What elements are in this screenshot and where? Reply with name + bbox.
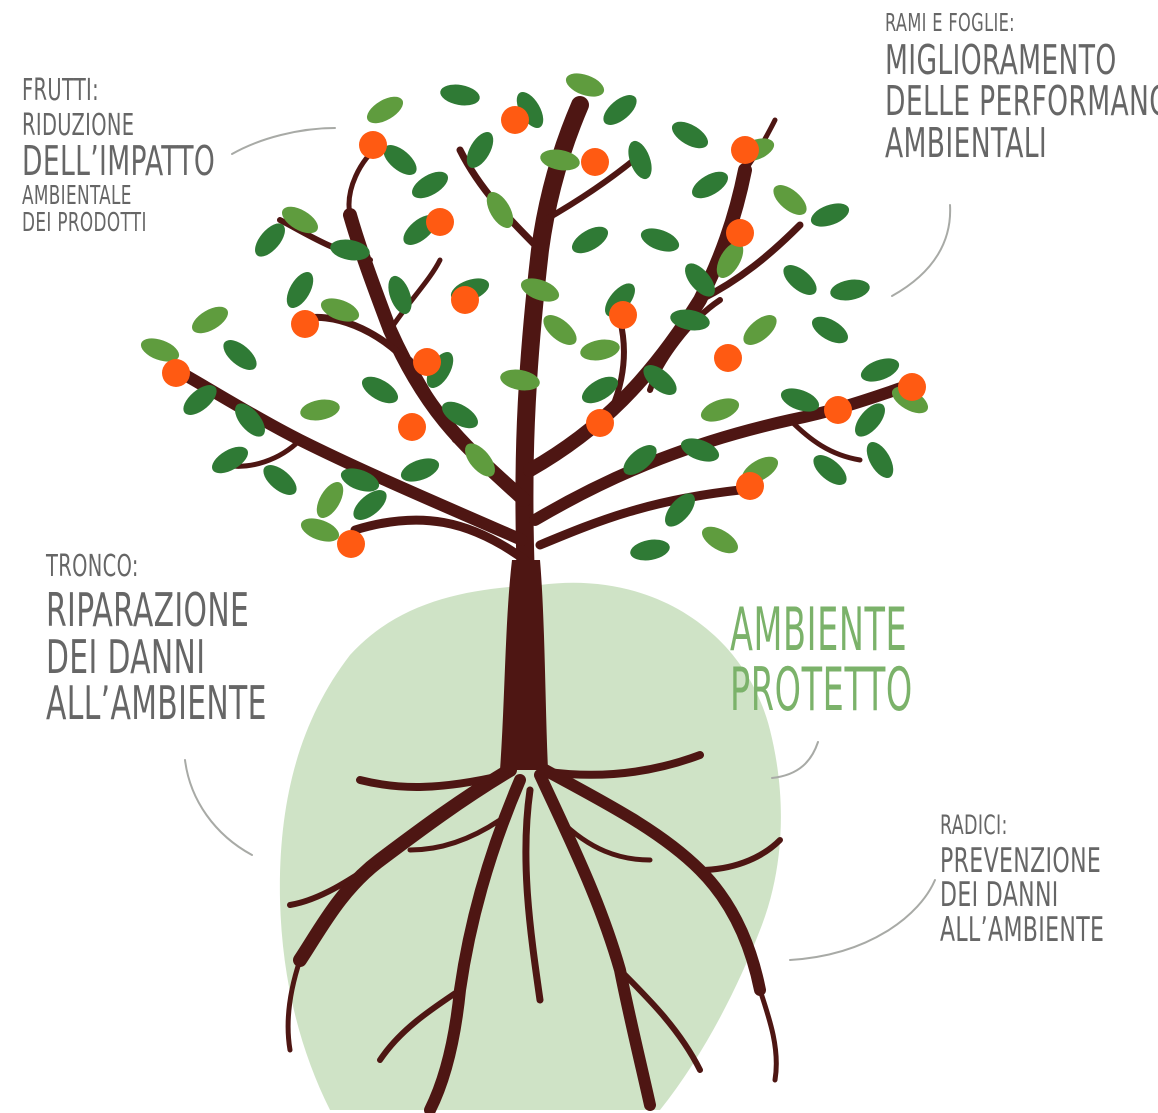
- label-radici-line-2: dei danni: [940, 878, 1104, 913]
- label-radici-line-3: all’ambiente: [940, 913, 1104, 948]
- center-title-line-1: Ambiente: [730, 600, 913, 660]
- leaf-icon: [281, 268, 318, 313]
- orange-fruit-icon: [731, 136, 759, 164]
- leaf-icon: [538, 309, 581, 350]
- leaf-icon: [298, 514, 342, 546]
- connector-radici: [790, 880, 935, 960]
- label-rami-line-3: ambientali: [885, 123, 1158, 165]
- leaf-icon: [858, 354, 902, 386]
- leaf-icon: [398, 454, 442, 486]
- leaf-icon: [698, 394, 742, 426]
- orange-fruit-icon: [726, 219, 754, 247]
- leaf-icon: [568, 221, 613, 258]
- label-tronco-line-3: all’ambiente: [46, 680, 267, 727]
- orange-fruit-icon: [451, 286, 479, 314]
- leaf-icon: [768, 179, 811, 220]
- label-rami-heading: Rami e foglie:: [885, 10, 1158, 36]
- leaf-icon: [598, 89, 641, 130]
- label-radici-heading: Radici:: [940, 812, 1104, 840]
- orange-fruit-icon: [501, 106, 529, 134]
- label-rami: Rami e foglie: Miglioramento delle perfo…: [885, 10, 1158, 165]
- label-tronco-heading: Tronco:: [46, 552, 267, 583]
- leaf-icon: [311, 478, 348, 523]
- leaf-icon: [778, 259, 821, 300]
- orange-fruit-icon: [426, 208, 454, 236]
- orange-fruit-icon: [581, 148, 609, 176]
- orange-fruit-icon: [898, 373, 926, 401]
- label-radici-line-1: Prevenzione: [940, 844, 1104, 879]
- leaf-icon: [358, 371, 403, 408]
- connector-frutti: [232, 128, 335, 154]
- leaf-icon: [363, 91, 408, 128]
- leaf-icon: [698, 521, 743, 558]
- leaf-icon: [808, 311, 853, 348]
- label-rami-line-2: delle performance: [885, 81, 1158, 123]
- orange-fruit-icon: [398, 413, 426, 441]
- orange-fruit-icon: [824, 396, 852, 424]
- leaf-icon: [638, 224, 682, 256]
- orange-fruit-icon: [413, 348, 441, 376]
- label-frutti-line-2: dell’impatto: [22, 141, 215, 183]
- leaf-icon: [624, 138, 656, 182]
- connector-center: [772, 742, 818, 778]
- orange-fruit-icon: [337, 530, 365, 558]
- label-tronco-line-2: dei danni: [46, 634, 267, 681]
- leaf-icon: [808, 199, 852, 231]
- leaf-icon: [563, 69, 607, 101]
- leaf-icon: [258, 459, 301, 500]
- orange-fruit-icon: [736, 472, 764, 500]
- leaf-icon: [629, 537, 672, 564]
- root-12: [760, 990, 776, 1080]
- label-radici: Radici: Prevenzione dei danni all’ambien…: [940, 812, 1104, 948]
- orange-fruit-icon: [359, 131, 387, 159]
- label-frutti-line-4: dei prodotti: [22, 210, 215, 237]
- leaf-icon: [688, 166, 733, 203]
- label-tronco-line-1: Riparazione: [46, 587, 267, 634]
- leaf-icon: [218, 334, 261, 375]
- leaf-icon: [208, 441, 253, 478]
- leaf-icon: [738, 309, 781, 350]
- orange-fruit-icon: [586, 409, 614, 437]
- connector-tronco: [185, 760, 252, 855]
- connector-rami: [892, 205, 950, 296]
- branch-14: [790, 420, 860, 460]
- leaf-icon: [668, 116, 713, 153]
- center-title-line-2: protetto: [730, 660, 913, 720]
- label-frutti-line-3: ambientale: [22, 183, 215, 210]
- orange-fruit-icon: [291, 310, 319, 338]
- orange-fruit-icon: [609, 301, 637, 329]
- leaf-icon: [539, 147, 582, 174]
- label-tronco: Tronco: Riparazione dei danni all’ambien…: [46, 552, 267, 727]
- orange-fruit-icon: [162, 359, 190, 387]
- leaf-icon: [299, 397, 342, 424]
- label-frutti: Frutti: Riduzione dell’impatto ambiental…: [22, 76, 215, 236]
- label-frutti-heading: Frutti:: [22, 76, 215, 107]
- leaf-icon: [188, 301, 233, 338]
- center-title: Ambiente protetto: [730, 600, 913, 720]
- leaf-icon: [861, 438, 898, 483]
- orange-fruit-icon: [714, 344, 742, 372]
- leaf-icon: [579, 337, 622, 364]
- leaf-icon: [439, 82, 482, 109]
- label-rami-line-1: Miglioramento: [885, 40, 1158, 82]
- leaf-icon: [829, 277, 872, 304]
